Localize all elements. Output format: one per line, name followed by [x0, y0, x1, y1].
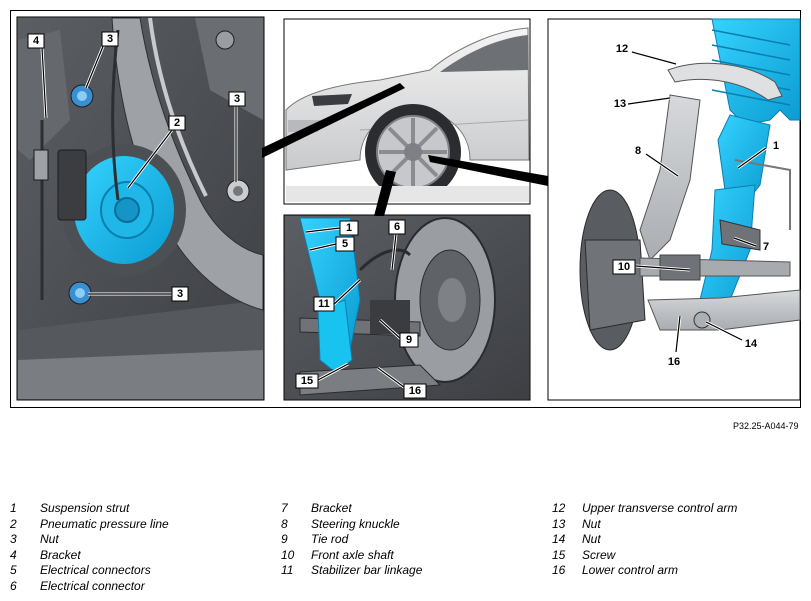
callout-box	[335, 236, 355, 252]
callout-label: 2	[174, 117, 180, 129]
legend-text: Steering knuckle	[311, 516, 400, 531]
callout-label: 6	[394, 221, 400, 233]
callout-label: 15	[301, 375, 313, 387]
zoom-connector-down	[374, 170, 396, 216]
legend-item: 2 Pneumatic pressure line	[10, 517, 169, 533]
legend-item: 8 Steering knuckle	[281, 517, 422, 533]
callout-box	[101, 31, 119, 47]
legend-item: 5 Electrical connectors	[10, 563, 169, 579]
legend-number: 11	[281, 563, 294, 578]
legend-number: 6	[10, 578, 17, 593]
callouts: 4 3 3 2 3 1 5 6 11 9 15 16 12 13 8 1 10 …	[27, 31, 779, 399]
callout-box	[27, 33, 45, 49]
legend-item: 4 Bracket	[10, 548, 169, 564]
callout-label: 3	[234, 93, 240, 105]
legend-column-2: 7 Bracket 8 Steering knuckle 9 Tie rod 10 Fr…	[281, 501, 422, 579]
legend-item: 7 Bracket	[281, 501, 422, 517]
callout-box	[339, 220, 359, 236]
legend-number: 13	[552, 516, 566, 531]
legend-text: Pneumatic pressure line	[40, 516, 169, 531]
callout-box	[612, 259, 636, 275]
callout-label: 16	[668, 356, 680, 368]
callout-box	[295, 373, 319, 389]
callout-label: 12	[616, 43, 628, 55]
legend-item: 16 Lower control arm	[552, 563, 737, 579]
legend-item: 3 Nut	[10, 532, 169, 548]
left-panel	[16, 16, 265, 401]
callout-label: 5	[342, 238, 348, 250]
right-panel	[547, 18, 801, 401]
callout-label: 7	[763, 241, 769, 253]
callout-box	[399, 332, 419, 348]
legend-number: 3	[10, 532, 17, 547]
callout-box	[171, 286, 189, 302]
legend-number: 9	[281, 532, 288, 547]
legend-number: 8	[281, 516, 288, 531]
callout-box	[168, 115, 186, 131]
legend-number: 1	[10, 501, 17, 515]
callout-label: 16	[409, 385, 421, 397]
legend-text: Front axle shaft	[311, 547, 394, 562]
legend-text: Bracket	[311, 501, 352, 515]
legend-item: 11 Stabilizer bar linkage	[281, 563, 422, 579]
callout-label: 14	[745, 338, 758, 350]
legend-number: 16	[552, 563, 566, 578]
legend-text: Electrical connectors	[40, 563, 151, 578]
legend-item: 6 Electrical connector	[10, 579, 169, 595]
legend-text: Nut	[582, 516, 601, 531]
legend-text: Electrical connector	[40, 578, 145, 593]
legend-text: Stabilizer bar linkage	[311, 563, 423, 578]
callout-label: 8	[635, 145, 641, 157]
callout-label: 1	[773, 140, 779, 152]
middle-top-panel	[283, 18, 531, 205]
legend-text: Nut	[582, 532, 601, 547]
callout-box	[228, 91, 246, 107]
callout-label: 9	[406, 334, 412, 346]
legend-item: 9 Tie rod	[281, 532, 422, 548]
legend-item: 13 Nut	[552, 517, 737, 533]
legend-text: Suspension strut	[40, 501, 130, 515]
legend-number: 14	[552, 532, 566, 547]
legend-item: 14 Nut	[552, 532, 737, 548]
legend-number: 15	[552, 547, 566, 562]
legend-number: 4	[10, 547, 17, 562]
legend-item: 10 Front axle shaft	[281, 548, 422, 564]
callout-label: 4	[33, 35, 40, 47]
zoom-connector-right	[428, 155, 548, 186]
callout-label: 3	[177, 288, 183, 300]
legend-text: Nut	[40, 532, 59, 547]
callout-label: 13	[614, 98, 626, 110]
leader-lines	[40, 43, 767, 392]
legend-item: 15 Screw	[552, 548, 737, 564]
legend-text: Bracket	[40, 547, 81, 562]
legend-text: Screw	[582, 547, 616, 562]
legend-text: Tie rod	[311, 532, 349, 547]
callout-label: 10	[618, 261, 630, 273]
legend-item: 1 Suspension strut	[10, 501, 169, 517]
legend-number: 10	[281, 547, 295, 562]
legend-text: Upper transverse control arm	[582, 501, 738, 515]
callout-box	[313, 296, 335, 312]
legend-number: 5	[10, 563, 17, 578]
zoom-connector-left	[262, 83, 405, 158]
callout-label: 1	[346, 222, 352, 234]
callout-box	[388, 219, 406, 235]
legend-text: Lower control arm	[582, 563, 679, 578]
legend-column-1: 1 Suspension strut 2 Pneumatic pressure li…	[10, 501, 169, 595]
callout-label: 11	[318, 298, 330, 310]
legend-item: 12 Upper transverse control arm	[552, 501, 737, 517]
legend-number: 2	[10, 516, 17, 531]
callout-box	[403, 383, 427, 399]
figure-code: P32.25-A044-79	[733, 421, 799, 431]
legend-number: 7	[281, 501, 288, 515]
callout-label: 3	[107, 33, 113, 45]
legend-number: 12	[552, 501, 566, 515]
assembly-illustration: 4 3 3 2 3 1 5 6 11 9 15 16 12 13 8 1 10 …	[16, 16, 801, 401]
